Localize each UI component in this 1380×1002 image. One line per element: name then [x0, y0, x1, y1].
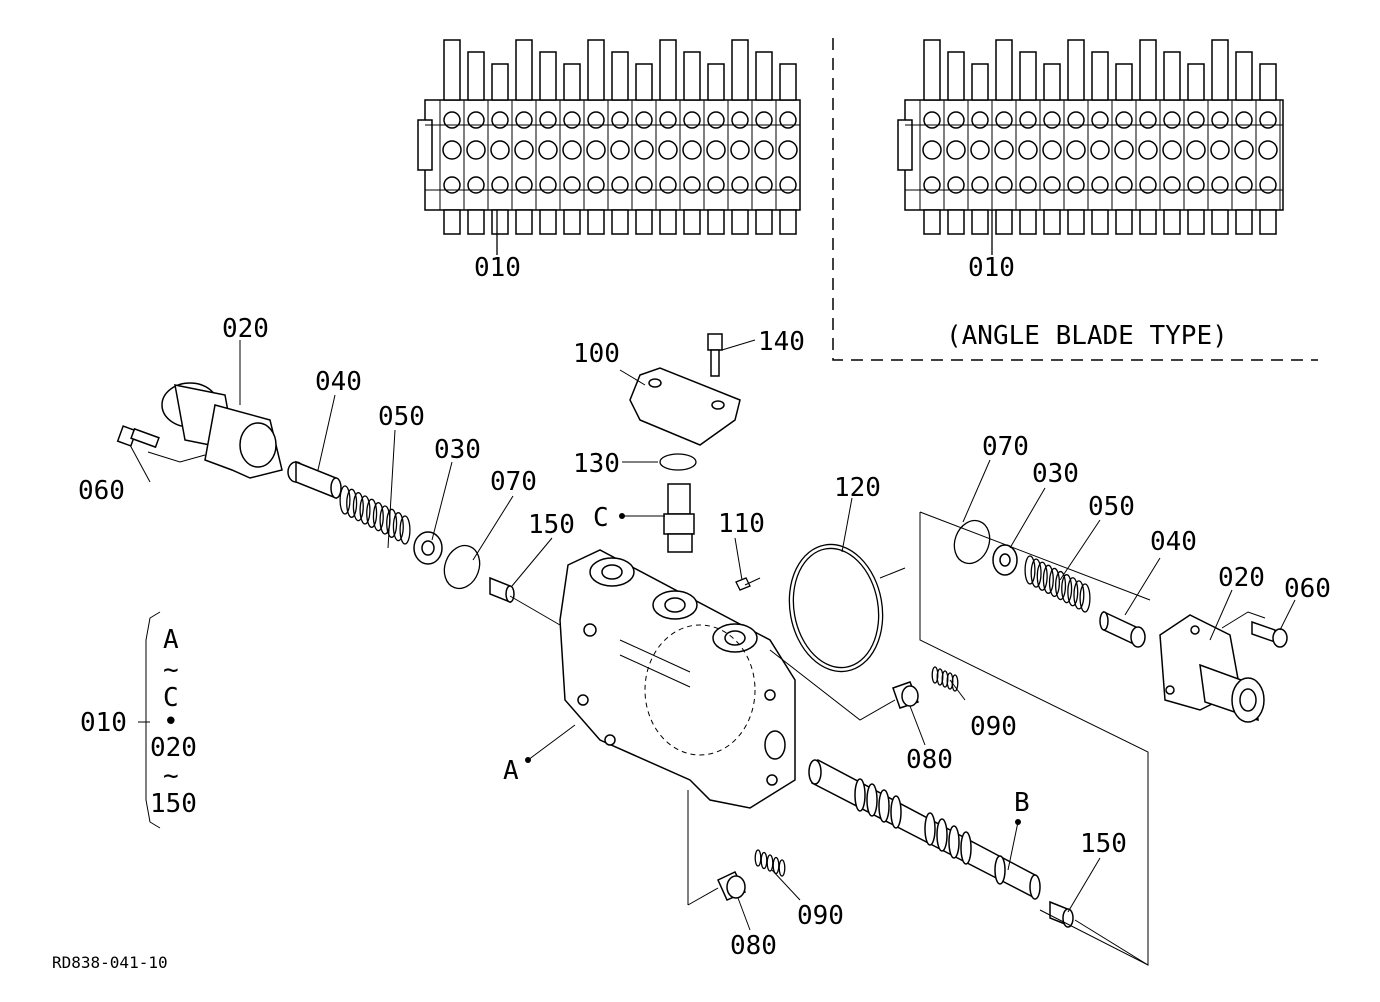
bracket-line-7: 150 [150, 789, 197, 819]
callout-090-lower: 090 [797, 901, 844, 931]
angle-blade-separator [832, 38, 1318, 361]
part-020-left-cover [161, 382, 283, 479]
part-050-left-spring [339, 485, 411, 545]
bracket-line-2: ~ [163, 655, 179, 685]
callout-080-upper: 080 [906, 745, 953, 775]
part-120-oring [788, 543, 884, 673]
bracket-line-1: A [163, 625, 179, 655]
drawing-id: RD838-041-10 [52, 953, 168, 972]
callout-120: 120 [834, 473, 881, 503]
callout-130: 130 [573, 449, 620, 479]
callout-020-left: 020 [222, 314, 269, 344]
part-060-left-bolt [116, 425, 160, 449]
callout-010-right: 010 [968, 253, 1015, 283]
part-050-right-spring [1024, 555, 1091, 613]
callout-070-right: 070 [982, 432, 1029, 462]
leader-lines [129, 339, 1296, 966]
callout-010-left: 010 [474, 253, 521, 283]
valve-assembly-angle-blade [897, 39, 1284, 255]
callout-labels: 010 010 (ANGLE BLADE TYPE) 020 040 050 0… [52, 253, 1331, 972]
part-070-right-oring [953, 519, 991, 565]
callout-030-right: 030 [1032, 459, 1079, 489]
part-c-check-valve [619, 483, 695, 553]
callout-060-left: 060 [78, 476, 125, 506]
callout-080-lower: 080 [730, 931, 777, 961]
part-150-lower-plug [1049, 900, 1074, 928]
part-040-left-seat [287, 460, 342, 500]
valve-assembly-standard [417, 39, 801, 255]
bracket-line-3: C [163, 683, 179, 713]
callout-150-lower: 150 [1080, 829, 1127, 859]
callout-040-left: 040 [315, 367, 362, 397]
callout-050-left: 050 [378, 402, 425, 432]
bracket-line-4: • [163, 707, 179, 737]
composition-bracket [145, 611, 161, 829]
part-spool [808, 758, 1041, 900]
part-030-right-washer [992, 544, 1018, 576]
callout-110: 110 [718, 509, 765, 539]
part-030-left-washer [413, 531, 443, 565]
bracket-line-6: ~ [163, 761, 179, 791]
callout-140: 140 [758, 327, 805, 357]
part-110-ring [735, 577, 751, 591]
callout-020-right: 020 [1218, 563, 1265, 593]
part-090-lower-spring [754, 849, 786, 877]
point-c: C [593, 503, 609, 533]
callout-050-right: 050 [1088, 492, 1135, 522]
part-040-right-seat [1099, 610, 1146, 648]
part-130-oring [659, 453, 697, 471]
part-010-valve-body [525, 549, 796, 809]
bracket-line-5: 020 [150, 733, 197, 763]
callout-090-upper: 090 [970, 712, 1017, 742]
variant-label: (ANGLE BLADE TYPE) [946, 321, 1228, 351]
part-140-bolt [707, 333, 723, 377]
part-150-left-plug [489, 576, 515, 604]
callout-100: 100 [573, 339, 620, 369]
part-020-right-cover [1159, 614, 1265, 723]
part-070-left-oring [443, 544, 481, 590]
callout-030-left: 030 [434, 435, 481, 465]
part-080-upper-plug [892, 681, 919, 709]
part-100-cover-plate [629, 367, 741, 446]
point-a: A [503, 756, 519, 786]
part-080-lower-plug [717, 871, 747, 901]
bracket-ref-010: 010 [80, 708, 127, 738]
callout-060-right: 060 [1284, 574, 1331, 604]
callout-150-left: 150 [528, 510, 575, 540]
callout-070-left: 070 [490, 467, 537, 497]
part-090-upper-spring [931, 666, 959, 692]
callout-040-right: 040 [1150, 527, 1197, 557]
point-b: B [1014, 788, 1030, 818]
